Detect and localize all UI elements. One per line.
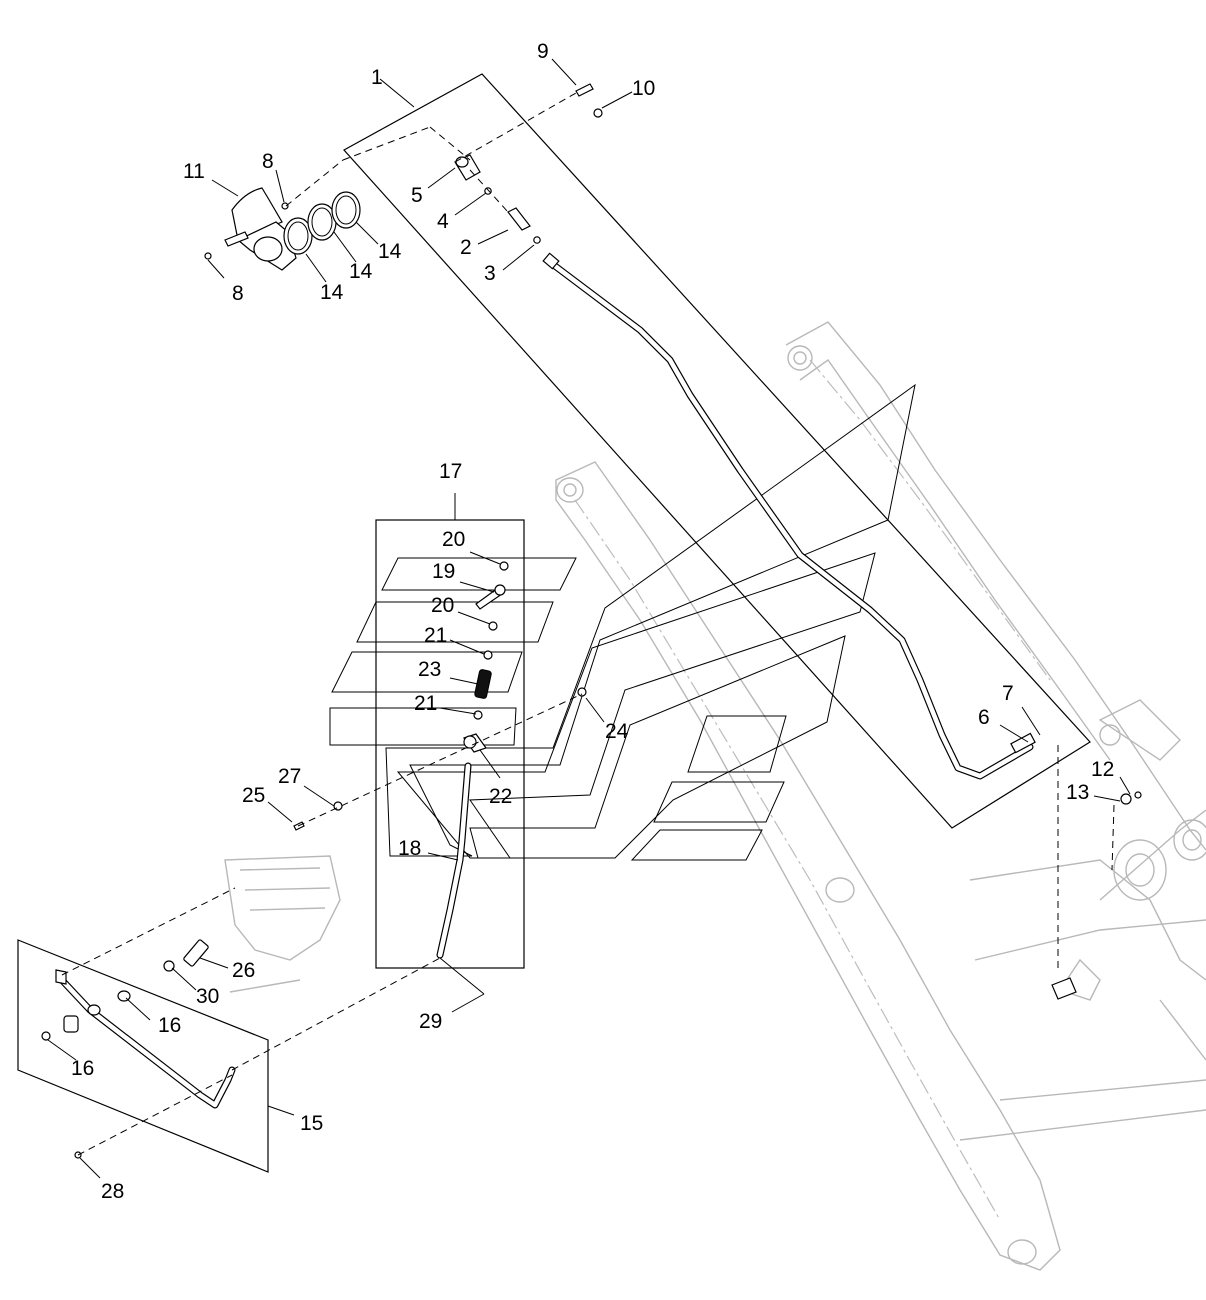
- callout-21-b: 21: [414, 692, 437, 715]
- callout-18: 18: [398, 837, 421, 860]
- callout-9: 9: [537, 40, 549, 63]
- kit-15-frame: [17, 939, 295, 1173]
- kit-17-frame: [375, 493, 525, 969]
- callout-14-b: 14: [349, 260, 373, 283]
- control-rod: [542, 252, 1036, 780]
- callout-16-a: 16: [158, 1014, 181, 1037]
- callout-1: 1: [371, 66, 383, 89]
- callout-20-b: 20: [431, 594, 454, 617]
- callout-24: 24: [605, 720, 629, 743]
- control-valve: [224, 855, 341, 993]
- rod-end-hardware: [342, 83, 603, 244]
- callout-20-a: 20: [442, 528, 465, 551]
- callout-17: 17: [439, 460, 462, 483]
- callout-8-top: 8: [262, 150, 274, 173]
- callout-28: 28: [101, 1180, 124, 1203]
- callout-15: 15: [300, 1112, 323, 1135]
- callout-11: 11: [183, 160, 205, 183]
- callout-22: 22: [489, 785, 512, 808]
- callout-13: 13: [1066, 781, 1089, 804]
- kit-1-frame: [343, 73, 1091, 829]
- callout-2: 2: [460, 236, 472, 259]
- callout-29: 29: [419, 1010, 442, 1033]
- callout-12: 12: [1091, 758, 1114, 781]
- callout-26: 26: [232, 959, 255, 982]
- callout-8-bottom: 8: [232, 282, 244, 305]
- lever-assembly: [41, 887, 485, 1159]
- callout-27: 27: [278, 765, 301, 788]
- callout-19: 19: [432, 560, 455, 583]
- side-decals: [329, 383, 916, 861]
- callout-6: 6: [978, 706, 990, 729]
- callout-23: 23: [418, 658, 441, 681]
- callout-7: 7: [1002, 682, 1014, 705]
- callout-14-a: 14: [378, 240, 402, 263]
- mount-plate-group: [204, 159, 361, 271]
- pivot-hardware: [1051, 745, 1142, 1000]
- callout-16-b: 16: [71, 1057, 94, 1080]
- callout-10: 10: [632, 77, 655, 100]
- callout-3: 3: [484, 262, 496, 285]
- callout-30: 30: [196, 985, 219, 1008]
- callout-4: 4: [437, 210, 449, 233]
- loader-frame-background: [555, 321, 1206, 1271]
- callout-5: 5: [411, 184, 423, 207]
- leader-lines: [47, 58, 1131, 1179]
- callout-21-a: 21: [424, 624, 447, 647]
- callout-labels: 1 9 10 11 8 5 4 2 3 14 14 14 8 17 20 19 …: [71, 40, 1114, 1203]
- callout-25: 25: [242, 784, 265, 807]
- callout-14-c: 14: [320, 281, 344, 304]
- linkage-parts: [293, 561, 587, 959]
